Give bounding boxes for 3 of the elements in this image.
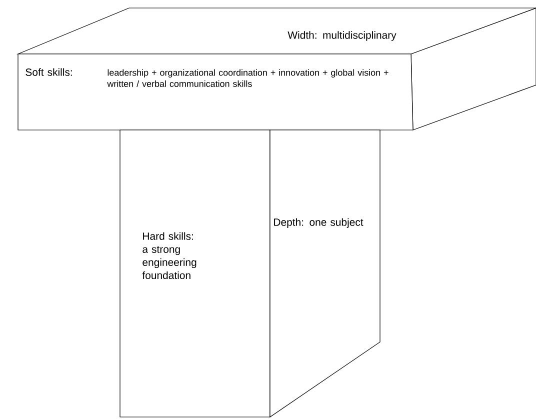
front-face: Soft skills: leadership + organizational coordination + innovation + global vision + written / verbal communication skills: [18, 54, 414, 130]
stem-front-face: Hard skills: a strong engineering foundation: [120, 130, 270, 418]
node-label: Width: multidisciplinary: [288, 31, 396, 41]
